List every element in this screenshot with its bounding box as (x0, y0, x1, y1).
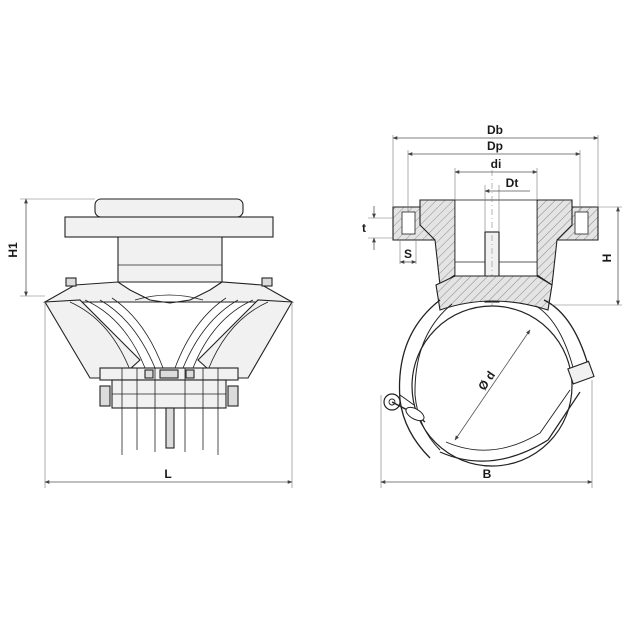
flange-top-disk (94, 198, 244, 218)
saddle-top (42, 281, 295, 304)
dimension-l-label: L (164, 467, 171, 481)
section-view: Ø d Db Dp di Dt t S (362, 123, 622, 488)
side-view: H1 L (6, 198, 295, 488)
dimension-s-label: S (404, 247, 412, 261)
clamp-outer-right (543, 299, 591, 373)
clamp-lower-strap (439, 391, 581, 462)
dimension-di-label: di (491, 157, 502, 171)
latch-hinge (383, 393, 426, 423)
flange-plate (64, 216, 274, 238)
center-pin (165, 407, 175, 449)
dimension-dp-label: Dp (487, 139, 503, 153)
neck-right-wall (536, 199, 573, 286)
saddle-upper-section (435, 275, 553, 311)
dimension-dt-label: Dt (506, 176, 519, 190)
saddle-left-body (44, 299, 141, 379)
dimension-d-line (454, 329, 531, 441)
dimension-h1-label: H1 (6, 242, 20, 258)
dimension-b-label: B (483, 467, 492, 481)
saddle-right-body (197, 299, 293, 379)
dimension-h-label: H (600, 254, 614, 263)
dimension-db-label: Db (487, 123, 503, 137)
branch-neck (117, 236, 223, 283)
dimension-t-label: t (362, 221, 366, 235)
neck-left-wall (419, 199, 456, 286)
